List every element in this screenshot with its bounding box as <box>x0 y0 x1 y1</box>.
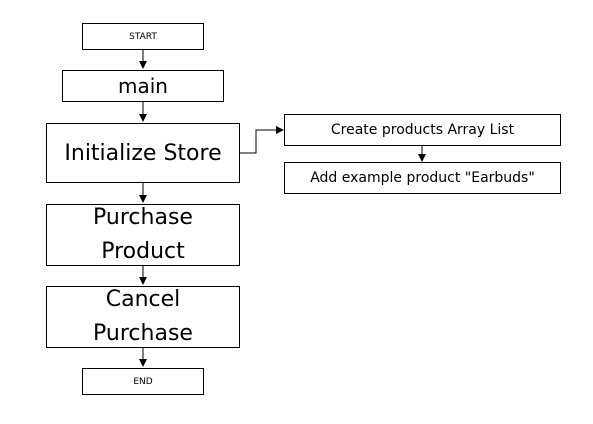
create-products-list-node: Create products Array List <box>284 114 561 146</box>
main-node-label: main <box>118 74 168 98</box>
start-node-label: START <box>129 31 157 42</box>
main-node: main <box>62 70 224 102</box>
end-node: END <box>82 368 204 395</box>
cancel-purchase-label: Cancel Purchase <box>93 287 193 346</box>
purchase-product-node: Purchase Product <box>46 204 240 266</box>
create-products-list-label: Create products Array List <box>330 122 515 138</box>
start-node: START <box>82 23 204 50</box>
add-example-product-node: Add example product "Earbuds" <box>284 162 561 194</box>
cancel-purchase-node: Cancel Purchase <box>46 286 240 348</box>
purchase-product-label: Purchase Product <box>93 205 193 264</box>
end-node-label: END <box>133 376 153 387</box>
initialize-store-node: Initialize Store <box>46 123 240 183</box>
add-example-product-label: Add example product "Earbuds" <box>310 170 535 186</box>
edge-init-to-create-list <box>240 126 284 154</box>
initialize-store-label: Initialize Store <box>64 140 222 166</box>
